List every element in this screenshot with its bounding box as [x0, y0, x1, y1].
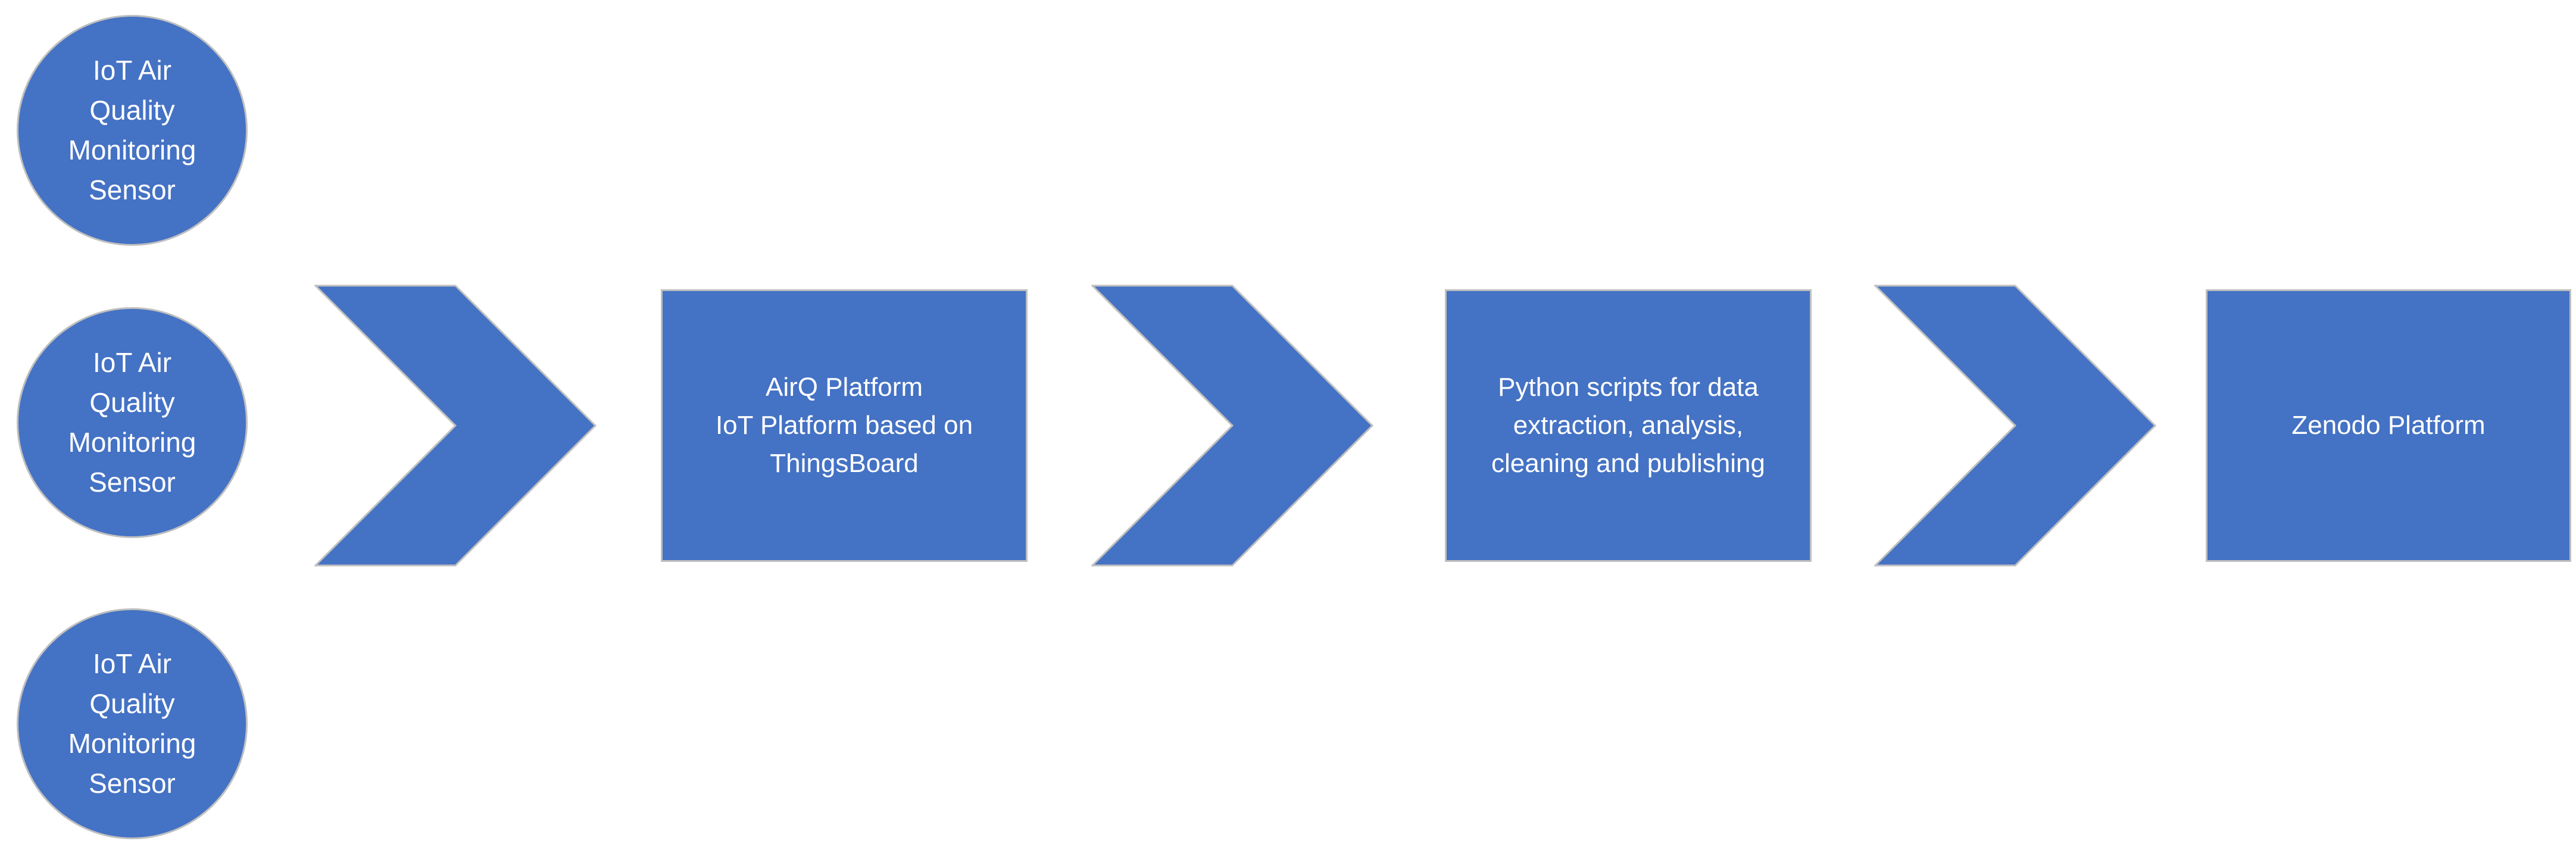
- sensor-node-3: IoT Air Quality Monitoring Sensor: [17, 608, 248, 839]
- sensor-node-2: IoT Air Quality Monitoring Sensor: [17, 307, 248, 538]
- label-line: AirQ Platform: [765, 373, 923, 402]
- zenodo-platform-label: Zenodo Platform: [2207, 407, 2569, 445]
- chevron-right-arrow-icon-2: [1091, 285, 1373, 567]
- sensor-node-1-label: IoT Air Quality Monitoring Sensor: [18, 51, 246, 210]
- label-line: IoT Air: [92, 648, 172, 679]
- label-line: Monitoring: [68, 728, 196, 759]
- label-line: IoT Air: [92, 55, 172, 86]
- sensor-node-3-label: IoT Air Quality Monitoring Sensor: [18, 644, 246, 804]
- label-line: Quality: [89, 387, 175, 418]
- python-scripts-label: Python scripts for data extraction, anal…: [1447, 368, 1810, 483]
- sensor-node-2-label: IoT Air Quality Monitoring Sensor: [18, 343, 246, 502]
- label-line: Zenodo Platform: [2291, 411, 2486, 440]
- label-line: Quality: [89, 95, 175, 126]
- label-line: Python scripts for data: [1498, 373, 1759, 402]
- chevron-right-arrow-icon-1: [314, 285, 597, 567]
- label-line: IoT Air: [92, 347, 172, 378]
- label-line: extraction, analysis,: [1513, 411, 1744, 440]
- label-line: Sensor: [89, 768, 176, 799]
- zenodo-platform-node: Zenodo Platform: [2206, 289, 2571, 562]
- label-line: Sensor: [89, 174, 176, 205]
- airq-platform-label: AirQ Platform IoT Platform based on Thin…: [663, 368, 1026, 483]
- python-scripts-node: Python scripts for data extraction, anal…: [1445, 289, 1812, 562]
- chevron-right-arrow-icon-3: [1874, 285, 2156, 567]
- label-line: Sensor: [89, 467, 176, 498]
- sensor-node-1: IoT Air Quality Monitoring Sensor: [17, 15, 248, 246]
- label-line: Monitoring: [68, 135, 196, 165]
- label-line: Monitoring: [68, 427, 196, 458]
- label-line: ThingsBoard: [770, 449, 919, 478]
- label-line: Quality: [89, 688, 175, 719]
- label-line: cleaning and publishing: [1491, 449, 1765, 478]
- label-line: IoT Platform based on: [715, 411, 973, 440]
- airq-platform-node: AirQ Platform IoT Platform based on Thin…: [661, 289, 1028, 562]
